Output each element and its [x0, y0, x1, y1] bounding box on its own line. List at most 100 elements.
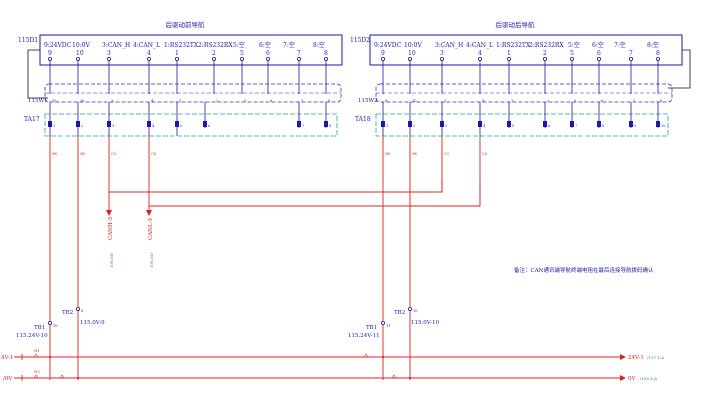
term-number: 5	[180, 124, 182, 128]
left-pin-labels: 9:24VDC 10:0V 3:CAN_H 4:CAN_L 1:RS232TX …	[44, 41, 325, 49]
pin-label: 7:空	[283, 41, 295, 49]
power-buses: 4V-1 /0V W1 W2 24V-1 /117.1:A 0V /105.1:…	[1, 349, 664, 382]
right-box-id: 115D2	[350, 37, 370, 44]
left-tb2-wire: 115.0V-9	[80, 320, 105, 326]
can-h-label: CANH-3	[108, 216, 114, 240]
term-number: 8	[329, 124, 331, 128]
pin-label: 8:空	[647, 41, 659, 49]
term-number: 7	[302, 124, 304, 128]
left-tb2-label: TB2	[62, 310, 73, 316]
term-number: 1	[386, 124, 388, 128]
term-number: 7	[575, 124, 577, 128]
right-terminal-block	[375, 113, 669, 137]
term-number: 4	[152, 124, 155, 128]
right-module: 后驱动后导航 115D2 9:24VDC 10:0V 3:CAN_H 4:CAN…	[348, 20, 691, 380]
pin-number: 6	[266, 50, 270, 57]
wire-label: 9B	[385, 152, 390, 156]
left-tb-circles	[48, 306, 81, 325]
pin-number: 4	[478, 50, 482, 57]
pin-number: 7	[629, 50, 633, 57]
termination-note: 备注：CAN通讯端导航终端电阻在最后连接导航拨码确认	[514, 266, 654, 274]
right-module-title: 后驱动后导航	[496, 20, 536, 29]
left-tb1-num: 10	[53, 324, 57, 328]
right-tb1-label: TB1	[366, 325, 377, 331]
pin-number: 4	[147, 50, 151, 57]
pin-label: 5:空	[568, 41, 580, 49]
left-shield-line	[27, 49, 48, 99]
wire-label: 9B	[412, 152, 417, 156]
right-tb1-wire: 115.24V-11	[348, 333, 380, 339]
conn-number: 2	[216, 99, 218, 103]
pin-label: 1:RS232TX	[496, 42, 531, 49]
conn-number: 3	[111, 99, 113, 103]
left-tb1-wire: 115.24V-10	[16, 333, 48, 339]
conn-number: 2	[547, 99, 549, 103]
left-term-numbers: 1 2 3 4 5 6 7 8	[53, 124, 331, 128]
left-box-id: 115D1	[18, 37, 38, 44]
left-module-title: 后驱动前导航	[166, 20, 206, 29]
pin-number: 1	[175, 50, 179, 57]
bus-24v-left-label: 4V-1	[1, 355, 13, 361]
right-term-markers	[381, 121, 660, 127]
wire-label: C4	[151, 152, 157, 156]
bus-0v-right-ref: /105.1:A	[640, 376, 657, 381]
right-term-stubs	[382, 102, 659, 136]
pin-label: 3:CAN_H	[102, 42, 130, 49]
term-number: 3	[445, 124, 447, 128]
pin-number: 8	[656, 50, 660, 57]
conn-number: 8	[660, 99, 662, 103]
right-device-box	[369, 34, 683, 66]
term-number: 8	[602, 124, 604, 128]
right-tb-circles	[380, 306, 412, 325]
conn-number: 3	[444, 99, 446, 103]
left-wire-arrows	[106, 210, 152, 216]
pin-label: 3:CAN_H	[435, 42, 463, 49]
left-term-markers	[48, 121, 328, 127]
wire-label: 9B	[52, 152, 57, 156]
bus-0v-left-sub: W2	[34, 370, 40, 374]
conn-number: 10	[412, 99, 416, 103]
left-wire-labels: 9B 9B C3 C4	[52, 152, 157, 156]
right-pin-labels: 9:24VDC 10:0V 3:CAN_H 4:CAN_L 1:RS232TX …	[374, 41, 659, 49]
conn-number: 6	[601, 99, 603, 103]
pin-number: 6	[597, 50, 601, 57]
bus-24v-right-ref: /117.1:A	[647, 355, 664, 360]
right-wires	[382, 136, 481, 380]
right-tb2-label: TB2	[394, 310, 405, 316]
pin-label: 1:RS232TX	[164, 42, 199, 49]
pin-label: 10:0V	[404, 42, 422, 49]
term-number: 6	[548, 124, 550, 128]
conn-number: 1	[179, 99, 181, 103]
term-number: 5	[512, 124, 514, 128]
pin-number: 9	[48, 50, 52, 57]
right-term-id: TA18	[355, 116, 371, 123]
pin-number: 1	[507, 50, 511, 57]
pin-label: 5:空	[233, 41, 245, 49]
pin-number: 10	[76, 50, 84, 57]
right-tb2-num: 10	[413, 309, 417, 313]
pin-label: 4:CAN_L	[133, 42, 160, 49]
conn-number: 1	[511, 99, 513, 103]
conn-number: 7	[633, 99, 635, 103]
right-shield-line	[668, 49, 691, 89]
pin-number: 2	[543, 50, 547, 57]
can-l-label: CANL-3	[148, 217, 154, 240]
conn-number: 4	[482, 99, 485, 103]
can-h-ref: 108.0/B	[109, 253, 114, 268]
pin-label: 6:空	[592, 41, 604, 49]
pin-label: 9:24VDC	[374, 42, 402, 49]
left-term-stubs	[49, 102, 327, 136]
conn-number: 5	[574, 99, 576, 103]
left-wires	[49, 136, 481, 380]
left-term-id: TA17	[24, 116, 40, 123]
right-wire-labels: 9B 9B C3 C4	[385, 152, 488, 156]
pin-label: 10:0V	[72, 42, 90, 49]
pin-number: 5	[570, 50, 574, 57]
right-pin-terminals	[380, 57, 661, 94]
wire-label: 9B	[80, 152, 85, 156]
pin-number: 3	[440, 50, 444, 57]
pin-label: 8:空	[313, 41, 325, 49]
pin-label: 4:CAN_L	[466, 42, 493, 49]
term-number: 1	[53, 124, 55, 128]
